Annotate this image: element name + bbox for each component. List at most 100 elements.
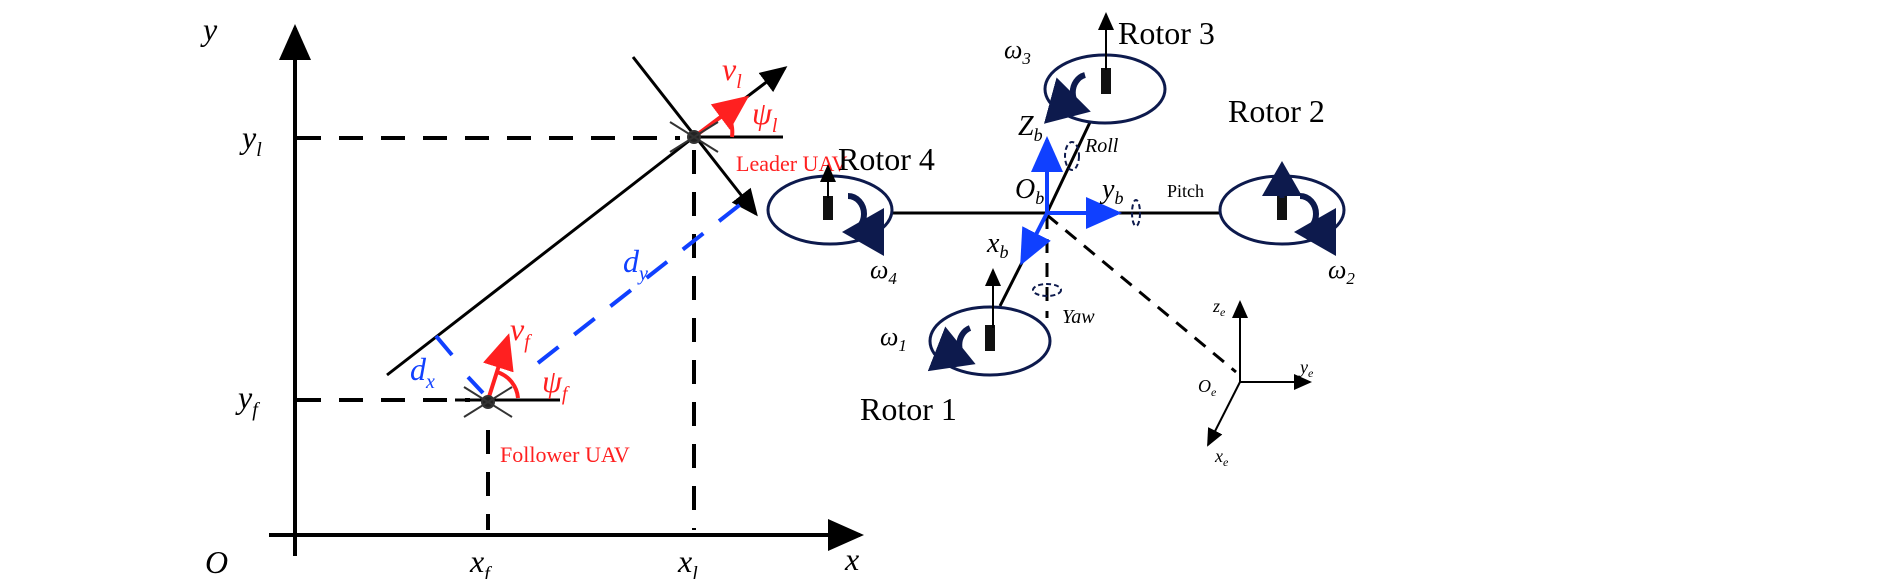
label-part: f — [524, 331, 532, 353]
formation-diagram: y x O yl yf xf xl vl ψl Leader UAV vf ψf… — [200, 11, 864, 579]
roll-rotation-icon — [1064, 141, 1080, 171]
label-part: y — [1298, 357, 1308, 377]
label-part: ω — [1004, 35, 1022, 64]
label-part: l — [692, 563, 698, 579]
rotor2-rotation-icon — [1294, 193, 1337, 256]
pitch-label: Pitch — [1167, 181, 1204, 201]
pitch-rotation-icon — [1131, 199, 1141, 227]
label-part: e — [1223, 455, 1229, 469]
label-part: z — [1212, 296, 1220, 316]
rotor4-rotation-icon — [842, 193, 885, 256]
ob-label: Ob — [1015, 174, 1044, 208]
label-part: x — [677, 543, 692, 579]
omega4-label: ω4 — [870, 255, 897, 288]
x-axis-label: x — [844, 541, 859, 577]
label-part: 4 — [888, 269, 897, 288]
arm-rotor3 — [1045, 117, 1094, 214]
origin-label: O — [205, 544, 228, 579]
label-part: v — [510, 311, 525, 347]
label-part: d — [410, 351, 427, 387]
xe-axis — [1207, 381, 1241, 447]
label-part: e — [1308, 366, 1314, 380]
label-part: 3 — [1021, 49, 1031, 68]
dx-label: dx — [410, 351, 435, 393]
quadrotor-diagram: Rotor 3 Rotor 2 Rotor 4 Rotor 1 ω3 ω2 ω4… — [766, 12, 1355, 469]
follower-uav-label: Follower UAV — [500, 442, 630, 467]
label-part: f — [252, 399, 260, 421]
x-follower-label: xf — [469, 543, 492, 579]
label-part: ω — [880, 322, 898, 351]
ze-label: ze — [1212, 296, 1226, 319]
xe-label: xe — [1214, 446, 1229, 469]
label-part: l — [256, 139, 262, 161]
v-follower-arrow — [483, 333, 514, 401]
oe-label: Oe — [1198, 376, 1217, 399]
omega2-label: ω2 — [1328, 255, 1355, 288]
label-part: y — [235, 379, 253, 415]
xb-axis-arrow — [1020, 212, 1051, 266]
ye-label: ye — [1298, 357, 1314, 380]
dashed-to-earth-origin — [1046, 213, 1237, 374]
rotor2-label: Rotor 2 — [1228, 93, 1325, 129]
label-part: x — [425, 371, 435, 393]
label-part: x — [986, 228, 1000, 259]
dx-tick-2 — [466, 375, 485, 395]
label-part: l — [772, 115, 778, 137]
label-part: b — [1034, 125, 1043, 145]
label-part: b — [1035, 188, 1044, 208]
psi-leader-label: ψl — [752, 95, 778, 137]
label-part: d — [623, 243, 640, 279]
dy-label: dy — [623, 243, 648, 285]
label-part: O — [1015, 174, 1035, 205]
leader-follower-line — [386, 135, 695, 377]
label-part: f — [562, 383, 570, 405]
x-leader-label: xl — [677, 543, 698, 579]
label-part: y — [637, 263, 648, 285]
rotor3-rotation-icon — [1043, 72, 1091, 124]
label-part: Z — [1018, 111, 1034, 142]
label-part: y — [1099, 174, 1115, 205]
psi-follower-arc — [496, 370, 520, 399]
v-follower-label: vf — [510, 311, 532, 353]
v-leader-label: vl — [722, 51, 742, 93]
label-part: b — [1114, 188, 1123, 208]
motor-blocks — [823, 68, 1287, 351]
label-part: ψ — [542, 363, 563, 399]
label-part: 2 — [1346, 269, 1355, 288]
label-part: x — [1214, 446, 1223, 466]
rotor3-label: Rotor 3 — [1118, 15, 1215, 51]
yb-label: yb — [1099, 174, 1123, 208]
dx-tick — [434, 334, 454, 357]
psi-leader-arc — [725, 111, 735, 138]
label-part: x — [469, 543, 484, 579]
label-part: O — [1198, 376, 1211, 396]
rotation-arrows — [842, 72, 1337, 372]
label-part: v — [722, 51, 737, 87]
label-part: ω — [870, 255, 888, 284]
rotor4-label: Rotor 4 — [838, 141, 935, 177]
xb-label: xb — [986, 228, 1008, 262]
omega1-label: ω1 — [880, 322, 907, 355]
rotor1-label: Rotor 1 — [860, 391, 957, 427]
y-axis-label: y — [200, 11, 218, 47]
psi-follower-label: ψf — [542, 363, 570, 405]
y-follower-label: yf — [235, 379, 260, 421]
yaw-rotation-icon — [1032, 283, 1062, 297]
label-part: b — [999, 242, 1008, 262]
label-part: e — [1220, 305, 1226, 319]
label-part: y — [239, 119, 257, 155]
leader-uav-icon — [669, 121, 719, 153]
label-part: ω — [1328, 255, 1346, 284]
yaw-label: Yaw — [1062, 306, 1095, 328]
label-part: f — [484, 563, 492, 579]
roll-label: Roll — [1084, 135, 1119, 157]
zb-label: Zb — [1018, 111, 1043, 145]
rotor1-rotation-icon — [927, 325, 976, 372]
label-part: ψ — [752, 95, 773, 131]
y-leader-label: yl — [239, 119, 262, 161]
label-part: l — [736, 71, 742, 93]
label-part: 1 — [898, 336, 907, 355]
follower-uav-icon — [463, 386, 513, 418]
projection-lines — [297, 136, 696, 530]
